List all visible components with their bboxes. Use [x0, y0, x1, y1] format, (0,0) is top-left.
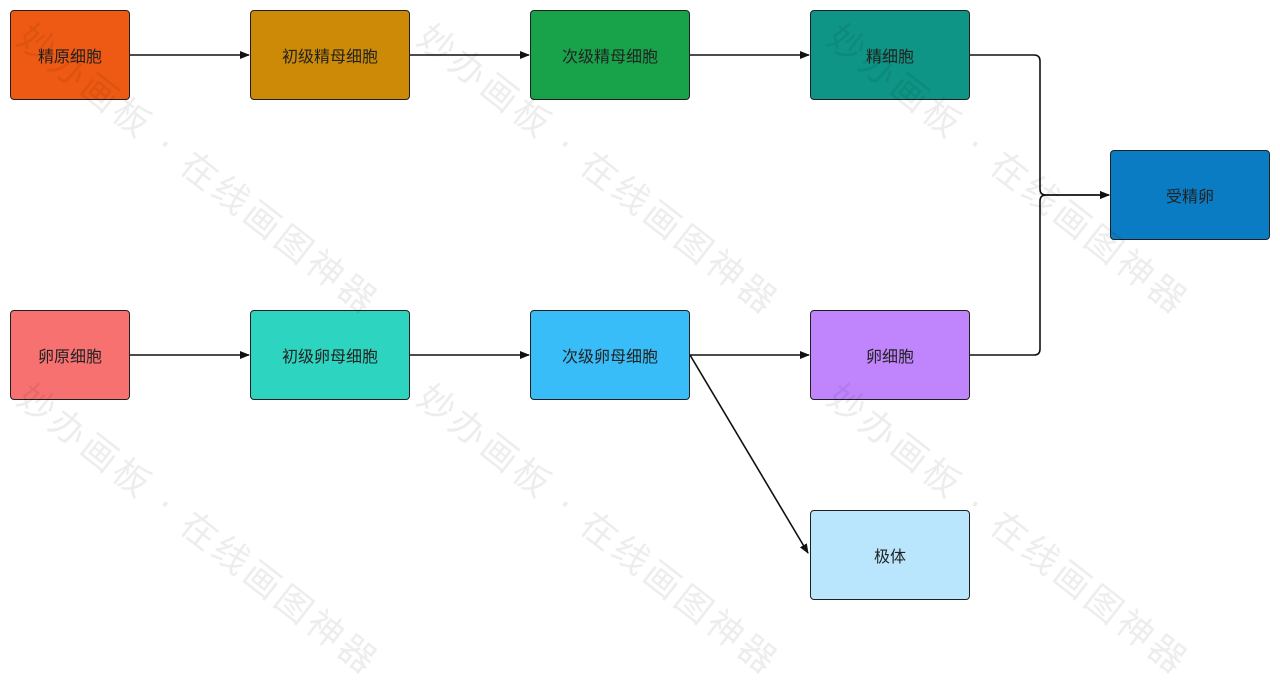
edge-layer: [130, 51, 1110, 554]
node-label: 精细胞: [865, 47, 914, 66]
node-label: 受精卵: [1165, 187, 1214, 206]
edge-secondary-oocyte-to-polar-body[interactable]: [689, 354, 809, 554]
node-polar-body[interactable]: 极体: [810, 510, 970, 600]
node-primary-spermatocyte[interactable]: 初级精母细胞: [250, 10, 410, 100]
node-label: 卵细胞: [865, 347, 914, 366]
node-primary-oocyte[interactable]: 初级卵母细胞: [250, 310, 410, 400]
node-label: 极体: [873, 547, 906, 566]
node-label: 精原细胞: [37, 47, 102, 66]
node-secondary-spermatocyte[interactable]: 次级精母细胞: [530, 10, 690, 100]
node-label: 次级精母细胞: [561, 47, 658, 66]
edge-egg-cell-to-fertilized-egg[interactable]: [970, 191, 1110, 356]
flowchart-canvas: 精原细胞 初级精母细胞 次级精母细胞 精细胞 受精卵 卵原细胞 初级卵母细胞 次…: [10, 10, 1270, 600]
edge-sperm-cell-to-fertilized-egg[interactable]: [970, 54, 1110, 199]
node-label: 卵原细胞: [37, 347, 102, 366]
node-egg-cell[interactable]: 卵细胞: [810, 310, 970, 400]
node-label: 初级精母细胞: [281, 47, 378, 66]
node-fertilized-egg[interactable]: 受精卵: [1110, 150, 1270, 240]
node-sperm-cell[interactable]: 精细胞: [810, 10, 970, 100]
node-spermatogonium[interactable]: 精原细胞: [10, 10, 130, 100]
node-secondary-oocyte[interactable]: 次级卵母细胞: [530, 310, 690, 400]
node-oogonium[interactable]: 卵原细胞: [10, 310, 130, 400]
node-label: 初级卵母细胞: [281, 347, 378, 366]
node-label: 次级卵母细胞: [561, 347, 658, 366]
